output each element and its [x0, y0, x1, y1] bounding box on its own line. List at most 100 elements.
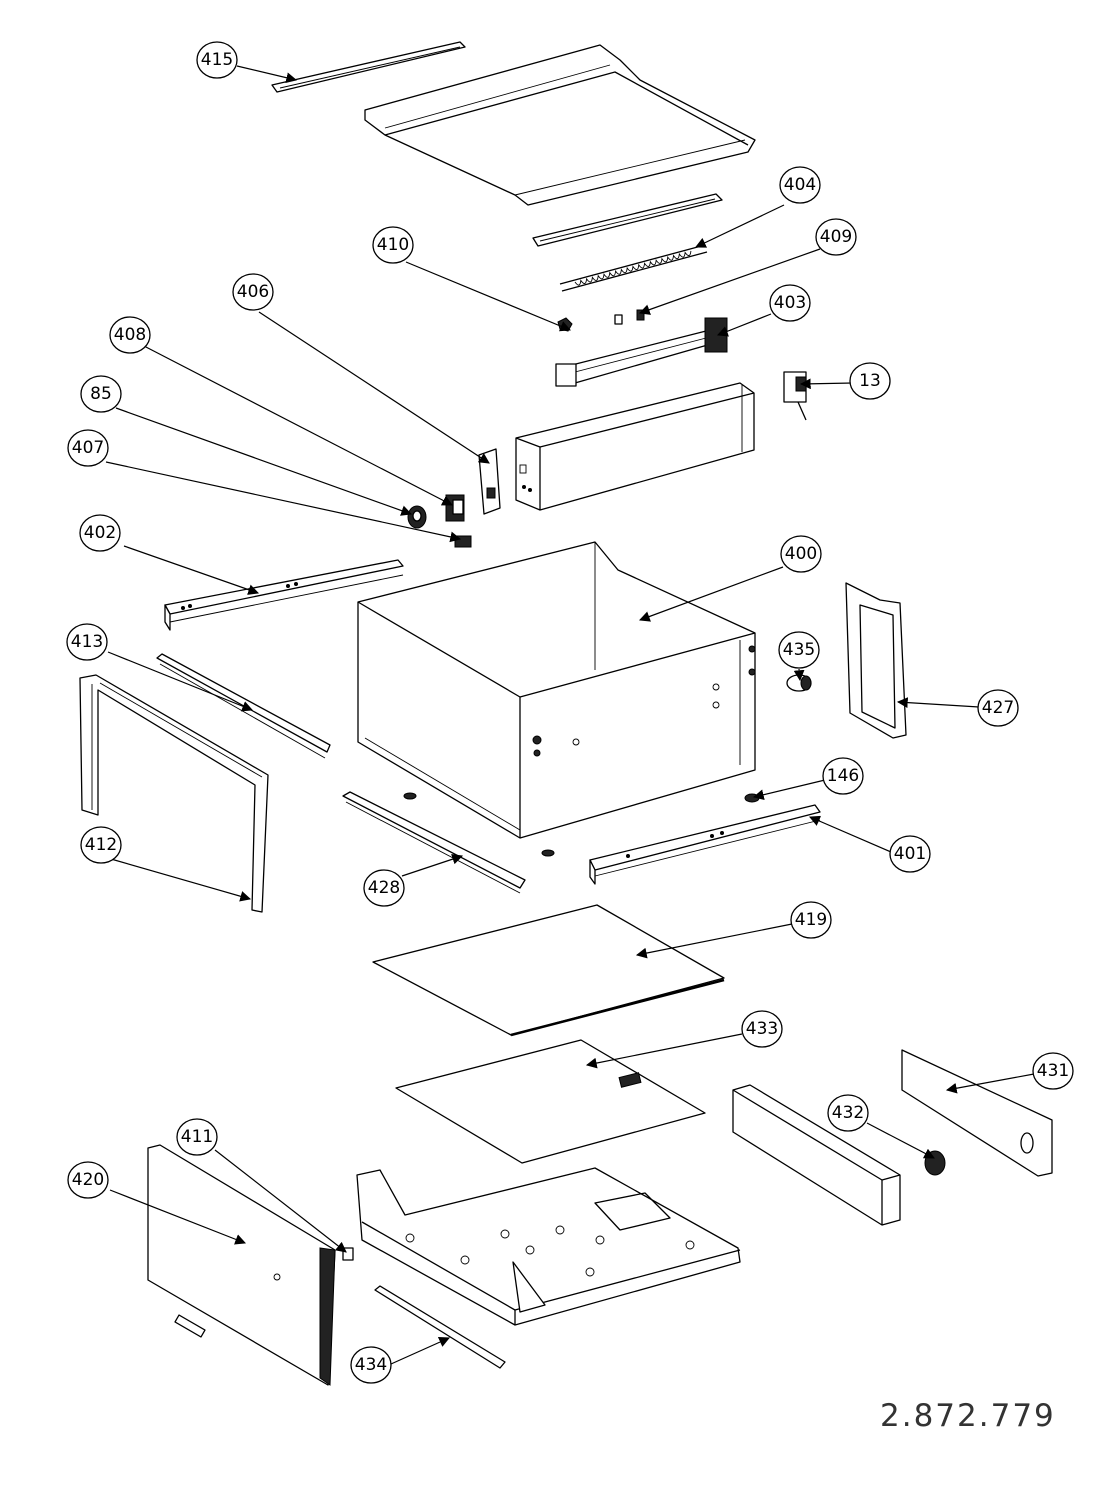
callout-432: 432: [827, 1094, 869, 1132]
part-85-knob: [407, 505, 427, 529]
part-408-switch: [445, 494, 465, 522]
part-407-connector: [454, 535, 472, 548]
callout-bubble: [780, 535, 822, 573]
callout-label: 433: [746, 1019, 778, 1039]
callout-label: 404: [784, 175, 816, 195]
callout-bubble: [815, 218, 857, 256]
callout-bubble: [176, 1118, 218, 1156]
callout-bubble: [80, 375, 122, 413]
callout-412: 412: [80, 826, 122, 864]
part-146-foot: [744, 793, 760, 803]
part-13-thermostat: [783, 371, 807, 421]
callout-bubble: [1032, 1052, 1074, 1090]
callout-401: 401: [889, 835, 931, 873]
callout-427: 427: [977, 689, 1019, 727]
callout-434: 434: [350, 1346, 392, 1384]
callout-411: 411: [176, 1118, 218, 1156]
callout-label: 400: [785, 544, 817, 564]
part-419-sheet: [372, 904, 725, 1037]
callout-label: 413: [71, 632, 103, 652]
callout-bubble: [66, 623, 108, 661]
part-434-strip: [374, 1285, 506, 1369]
callout-label: 434: [355, 1355, 387, 1375]
front-bar-box: [732, 1084, 901, 1226]
callout-label: 403: [774, 293, 806, 313]
base-tray: [356, 1167, 741, 1326]
callout-419: 419: [790, 901, 832, 939]
part-402-bracket-rail: [164, 559, 404, 631]
callout-label: 419: [795, 910, 827, 930]
callout-bubble: [196, 41, 238, 79]
drawing-number: 2.872.779: [880, 1398, 1056, 1434]
part-411-pin: [342, 1247, 354, 1261]
part-433-sheet: [395, 1039, 706, 1164]
part-403-rod-assembly: [555, 317, 728, 387]
callout-bubble: [779, 166, 821, 204]
callout-label: 435: [783, 640, 815, 660]
part-420-door: [147, 1144, 336, 1386]
callout-13: 13: [849, 362, 891, 400]
callout-bubble: [80, 826, 122, 864]
callout-404: 404: [779, 166, 821, 204]
part-410-clip: [557, 317, 573, 332]
callout-146: 146: [822, 757, 864, 795]
part-404-heating-coil: [559, 244, 708, 292]
callout-label: 402: [84, 523, 116, 543]
callout-bubble: [822, 757, 864, 795]
callout-label: 427: [982, 698, 1014, 718]
callout-bubble: [827, 1094, 869, 1132]
callout-402: 402: [79, 514, 121, 552]
callout-label: 432: [832, 1103, 864, 1123]
part-415-strip: [271, 41, 466, 93]
part-409-clips: [614, 309, 645, 325]
callout-bubble: [350, 1346, 392, 1384]
callout-bubble: [67, 1161, 109, 1199]
callout-bubble: [79, 514, 121, 552]
callout-bubble: [778, 631, 820, 669]
callout-bubble: [109, 316, 151, 354]
top-cover-panel: [364, 44, 756, 206]
callout-bubble: [232, 273, 274, 311]
callout-label: 428: [368, 878, 400, 898]
callout-label: 409: [820, 227, 852, 247]
callout-409: 409: [815, 218, 857, 256]
part-401-bracket-rail: [589, 804, 821, 885]
part-412-front-frame: [79, 674, 269, 913]
part-400-main-body: [357, 541, 756, 839]
callout-bubble: [363, 869, 405, 907]
control-housing-box: [515, 382, 755, 511]
callout-label: 415: [201, 50, 233, 70]
callout-410: 410: [372, 226, 414, 264]
body-feet: [403, 792, 555, 857]
part-427-side-frame: [845, 582, 907, 739]
callout-428: 428: [363, 869, 405, 907]
part-431-rear-panel: [901, 1049, 1053, 1177]
callout-407: 407: [67, 429, 109, 467]
callout-label: 410: [377, 235, 409, 255]
callout-label: 13: [859, 371, 881, 391]
callout-433: 433: [741, 1010, 783, 1048]
callout-label: 411: [181, 1127, 213, 1147]
callout-435: 435: [778, 631, 820, 669]
callout-408: 408: [109, 316, 151, 354]
callout-label: 431: [1037, 1061, 1069, 1081]
callout-406: 406: [232, 273, 274, 311]
callout-403: 403: [769, 284, 811, 322]
callout-label: 406: [237, 282, 269, 302]
callout-85: 85: [80, 375, 122, 413]
callout-label: 412: [85, 835, 117, 855]
front-trim-strip: [532, 193, 723, 247]
callout-label: 407: [72, 438, 104, 458]
callout-layer: [105, 65, 1035, 1365]
callout-431: 431: [1032, 1052, 1074, 1090]
callout-bubble: [372, 226, 414, 264]
part-435-fitting: [786, 674, 812, 692]
part-406-mounting-plate: [478, 448, 501, 515]
callout-bubble: [790, 901, 832, 939]
callout-bubble: [889, 835, 931, 873]
callout-413: 413: [66, 623, 108, 661]
callout-label: 401: [894, 844, 926, 864]
callout-bubbles: 415 404 410 409 406 403 408 13 85 407 402 400 413 435…: [66, 41, 1074, 1384]
callout-bubble: [849, 362, 891, 400]
